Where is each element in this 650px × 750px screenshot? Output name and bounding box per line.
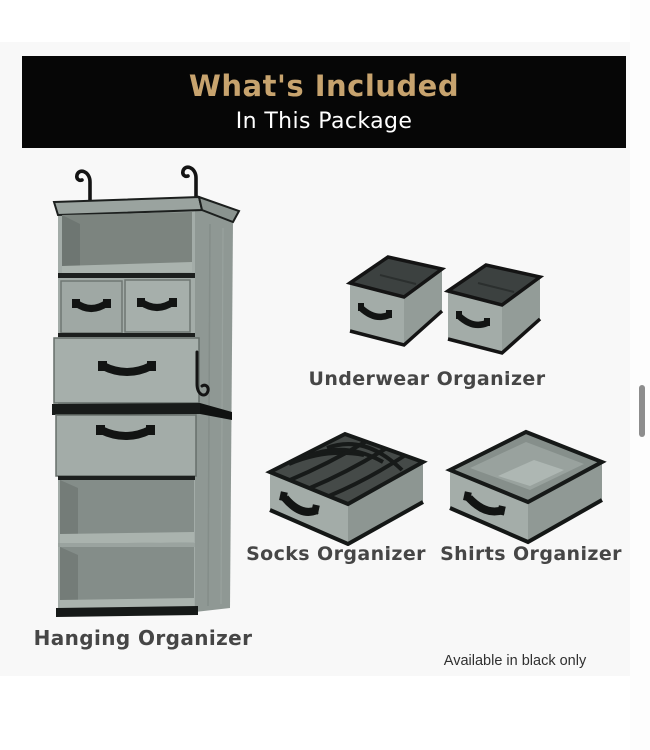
availability-note: Available in black only — [443, 653, 587, 669]
hanging-organizer-label: Hanging Organizer — [33, 626, 253, 650]
socks-organizer-image — [265, 431, 428, 546]
underwear-organizer-image — [345, 255, 545, 355]
scrollbar-track[interactable] — [630, 0, 650, 750]
shirts-organizer-image — [445, 429, 607, 545]
underwear-organizer-label: Underwear Organizer — [308, 368, 546, 390]
drawer-handle — [72, 298, 177, 312]
underwear-bin — [443, 263, 545, 355]
hanging-organizer-image — [52, 165, 241, 617]
banner-title: What's Included — [188, 68, 460, 103]
hook-icon — [195, 350, 210, 397]
banner-subtitle: In This Package — [235, 109, 413, 135]
shirts-organizer-label: Shirts Organizer — [440, 543, 622, 565]
scrollbar-thumb[interactable] — [639, 385, 645, 437]
socks-organizer-label: Socks Organizer — [246, 543, 426, 565]
hook-icon — [75, 165, 198, 204]
header-banner: What's Included In This Package — [22, 56, 626, 148]
underwear-bin — [345, 255, 447, 347]
product-infographic: What's Included In This Package — [0, 42, 630, 676]
divider-grid — [288, 440, 406, 498]
